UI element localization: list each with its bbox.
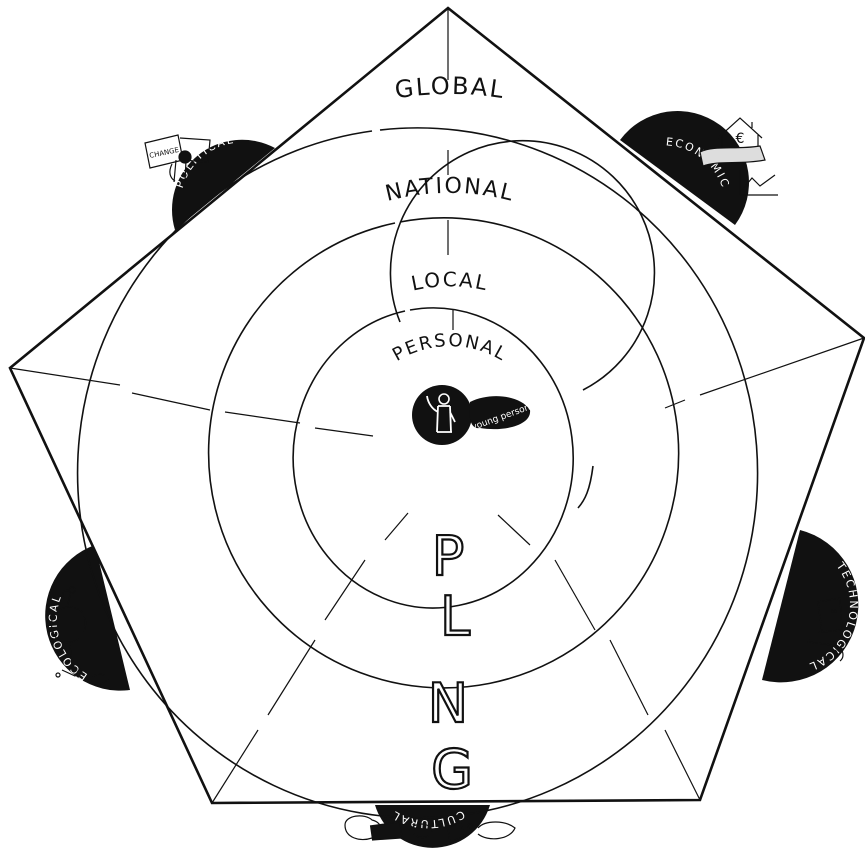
acronym-letter-g: G	[431, 738, 473, 801]
acronym-letter-l: L	[440, 585, 470, 648]
global-label: GLOBAL	[393, 72, 507, 104]
local-label: LOCAL	[409, 267, 491, 295]
acronym-letter-n: N	[428, 672, 468, 735]
acronym-letter-p: P	[432, 525, 465, 588]
currency-symbol: €	[736, 131, 745, 147]
svg-text:∞: ∞	[830, 607, 838, 617]
